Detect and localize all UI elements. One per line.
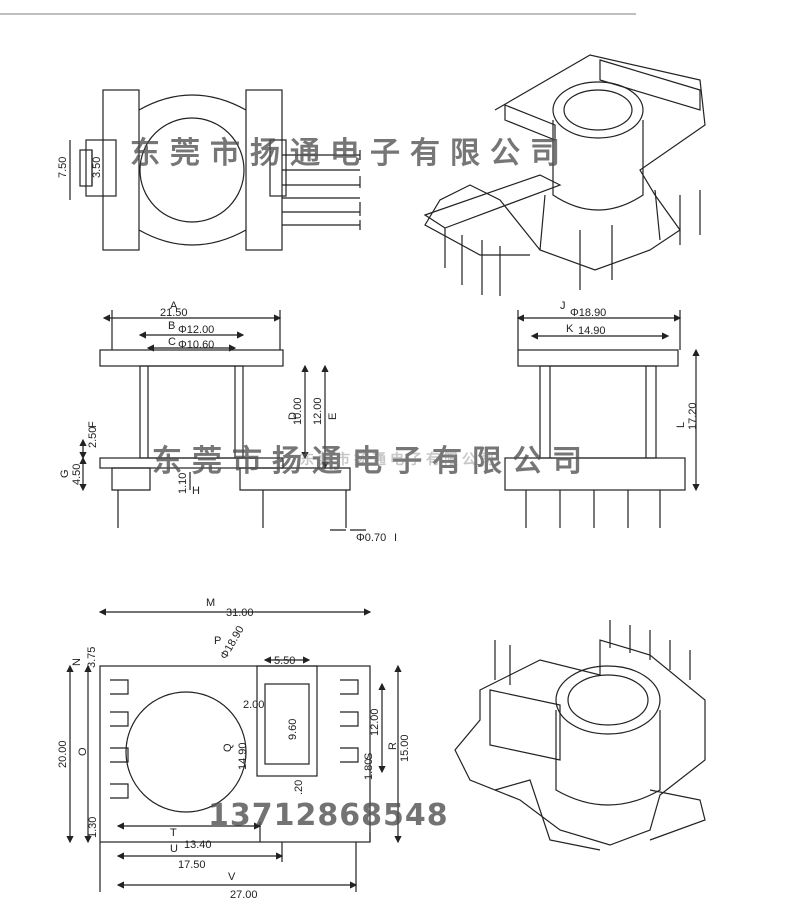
company-watermark-middle: 东莞市扬通电子有限公司 <box>152 444 592 479</box>
dim-c: Φ10.60 <box>178 339 214 351</box>
dim-b: Φ12.00 <box>178 324 214 336</box>
dim-v: 27.00 <box>230 889 258 901</box>
dim-h: 1.10 <box>177 473 189 494</box>
dim-o: 20.00 <box>57 740 69 768</box>
dim-g: 4.50 <box>71 464 83 485</box>
tag-f: F <box>87 421 99 428</box>
dim-i: Φ0.70 <box>356 532 386 544</box>
dim-2-00: 2.00 <box>243 699 264 711</box>
dim-a: 21.50 <box>160 307 188 319</box>
tag-s: S <box>363 753 375 760</box>
tag-m: M <box>206 597 215 609</box>
dim-7-50: 7.50 <box>57 157 69 178</box>
tag-e: E <box>327 413 339 420</box>
dim-s: 1.80 <box>363 759 375 780</box>
dim-3-50: 3.50 <box>91 157 103 178</box>
company-watermark-faint: 东莞市扬通电子有限公司 <box>300 452 498 468</box>
tag-j: J <box>560 300 566 312</box>
tag-p: P <box>214 635 221 647</box>
dim-f: 2.50 <box>87 427 99 448</box>
side-view <box>504 310 700 528</box>
top-view <box>69 89 361 251</box>
dim-9-60: 9.60 <box>287 719 299 740</box>
tag-a: A <box>170 300 178 312</box>
dim-12-00: 12.00 <box>369 708 381 736</box>
tag-n: N <box>71 658 83 666</box>
dim-u: 17.50 <box>178 859 206 871</box>
front-view <box>79 310 366 531</box>
phone-watermark: 13712868548 <box>208 798 449 833</box>
dim-j: Φ18.90 <box>570 307 606 319</box>
bottom-view <box>66 608 402 892</box>
company-watermark-top: 东莞市扬通电子有限公司 <box>130 136 570 171</box>
isometric-view-bottom <box>454 620 706 851</box>
tag-u: U <box>170 843 178 855</box>
tag-r: R <box>387 742 399 750</box>
dim-n: 3.75 <box>86 647 98 668</box>
dim-k: 14.90 <box>578 325 606 337</box>
tag-b: B <box>168 320 175 332</box>
tag-o: O <box>77 747 89 756</box>
tag-t: T <box>170 827 177 839</box>
dim-q: 14.90 <box>237 742 249 770</box>
tag-i: I <box>394 532 397 544</box>
dim-e: 12.00 <box>312 397 324 425</box>
dim-t: 13.40 <box>184 839 212 851</box>
dim-5-50: 5.50 <box>274 655 295 667</box>
tag-l: L <box>675 422 687 428</box>
tag-k: K <box>566 323 574 335</box>
isometric-view-top <box>423 54 706 296</box>
tag-c: C <box>168 336 176 348</box>
dim-1-80: 1.30 <box>87 817 99 838</box>
dim-l: 17.20 <box>687 402 699 430</box>
tag-v: V <box>228 871 236 883</box>
dim-r: 15.00 <box>399 734 411 762</box>
tag-h: H <box>192 485 200 497</box>
dim-0-20: .20 <box>293 780 305 795</box>
tag-d: D <box>287 412 299 420</box>
tag-g: G <box>59 469 71 478</box>
dim-p: Φ18.90 <box>218 624 247 661</box>
dim-m: 31.00 <box>226 607 254 619</box>
dim-d: 10.00 <box>292 397 304 425</box>
tag-q: Q <box>222 743 234 752</box>
